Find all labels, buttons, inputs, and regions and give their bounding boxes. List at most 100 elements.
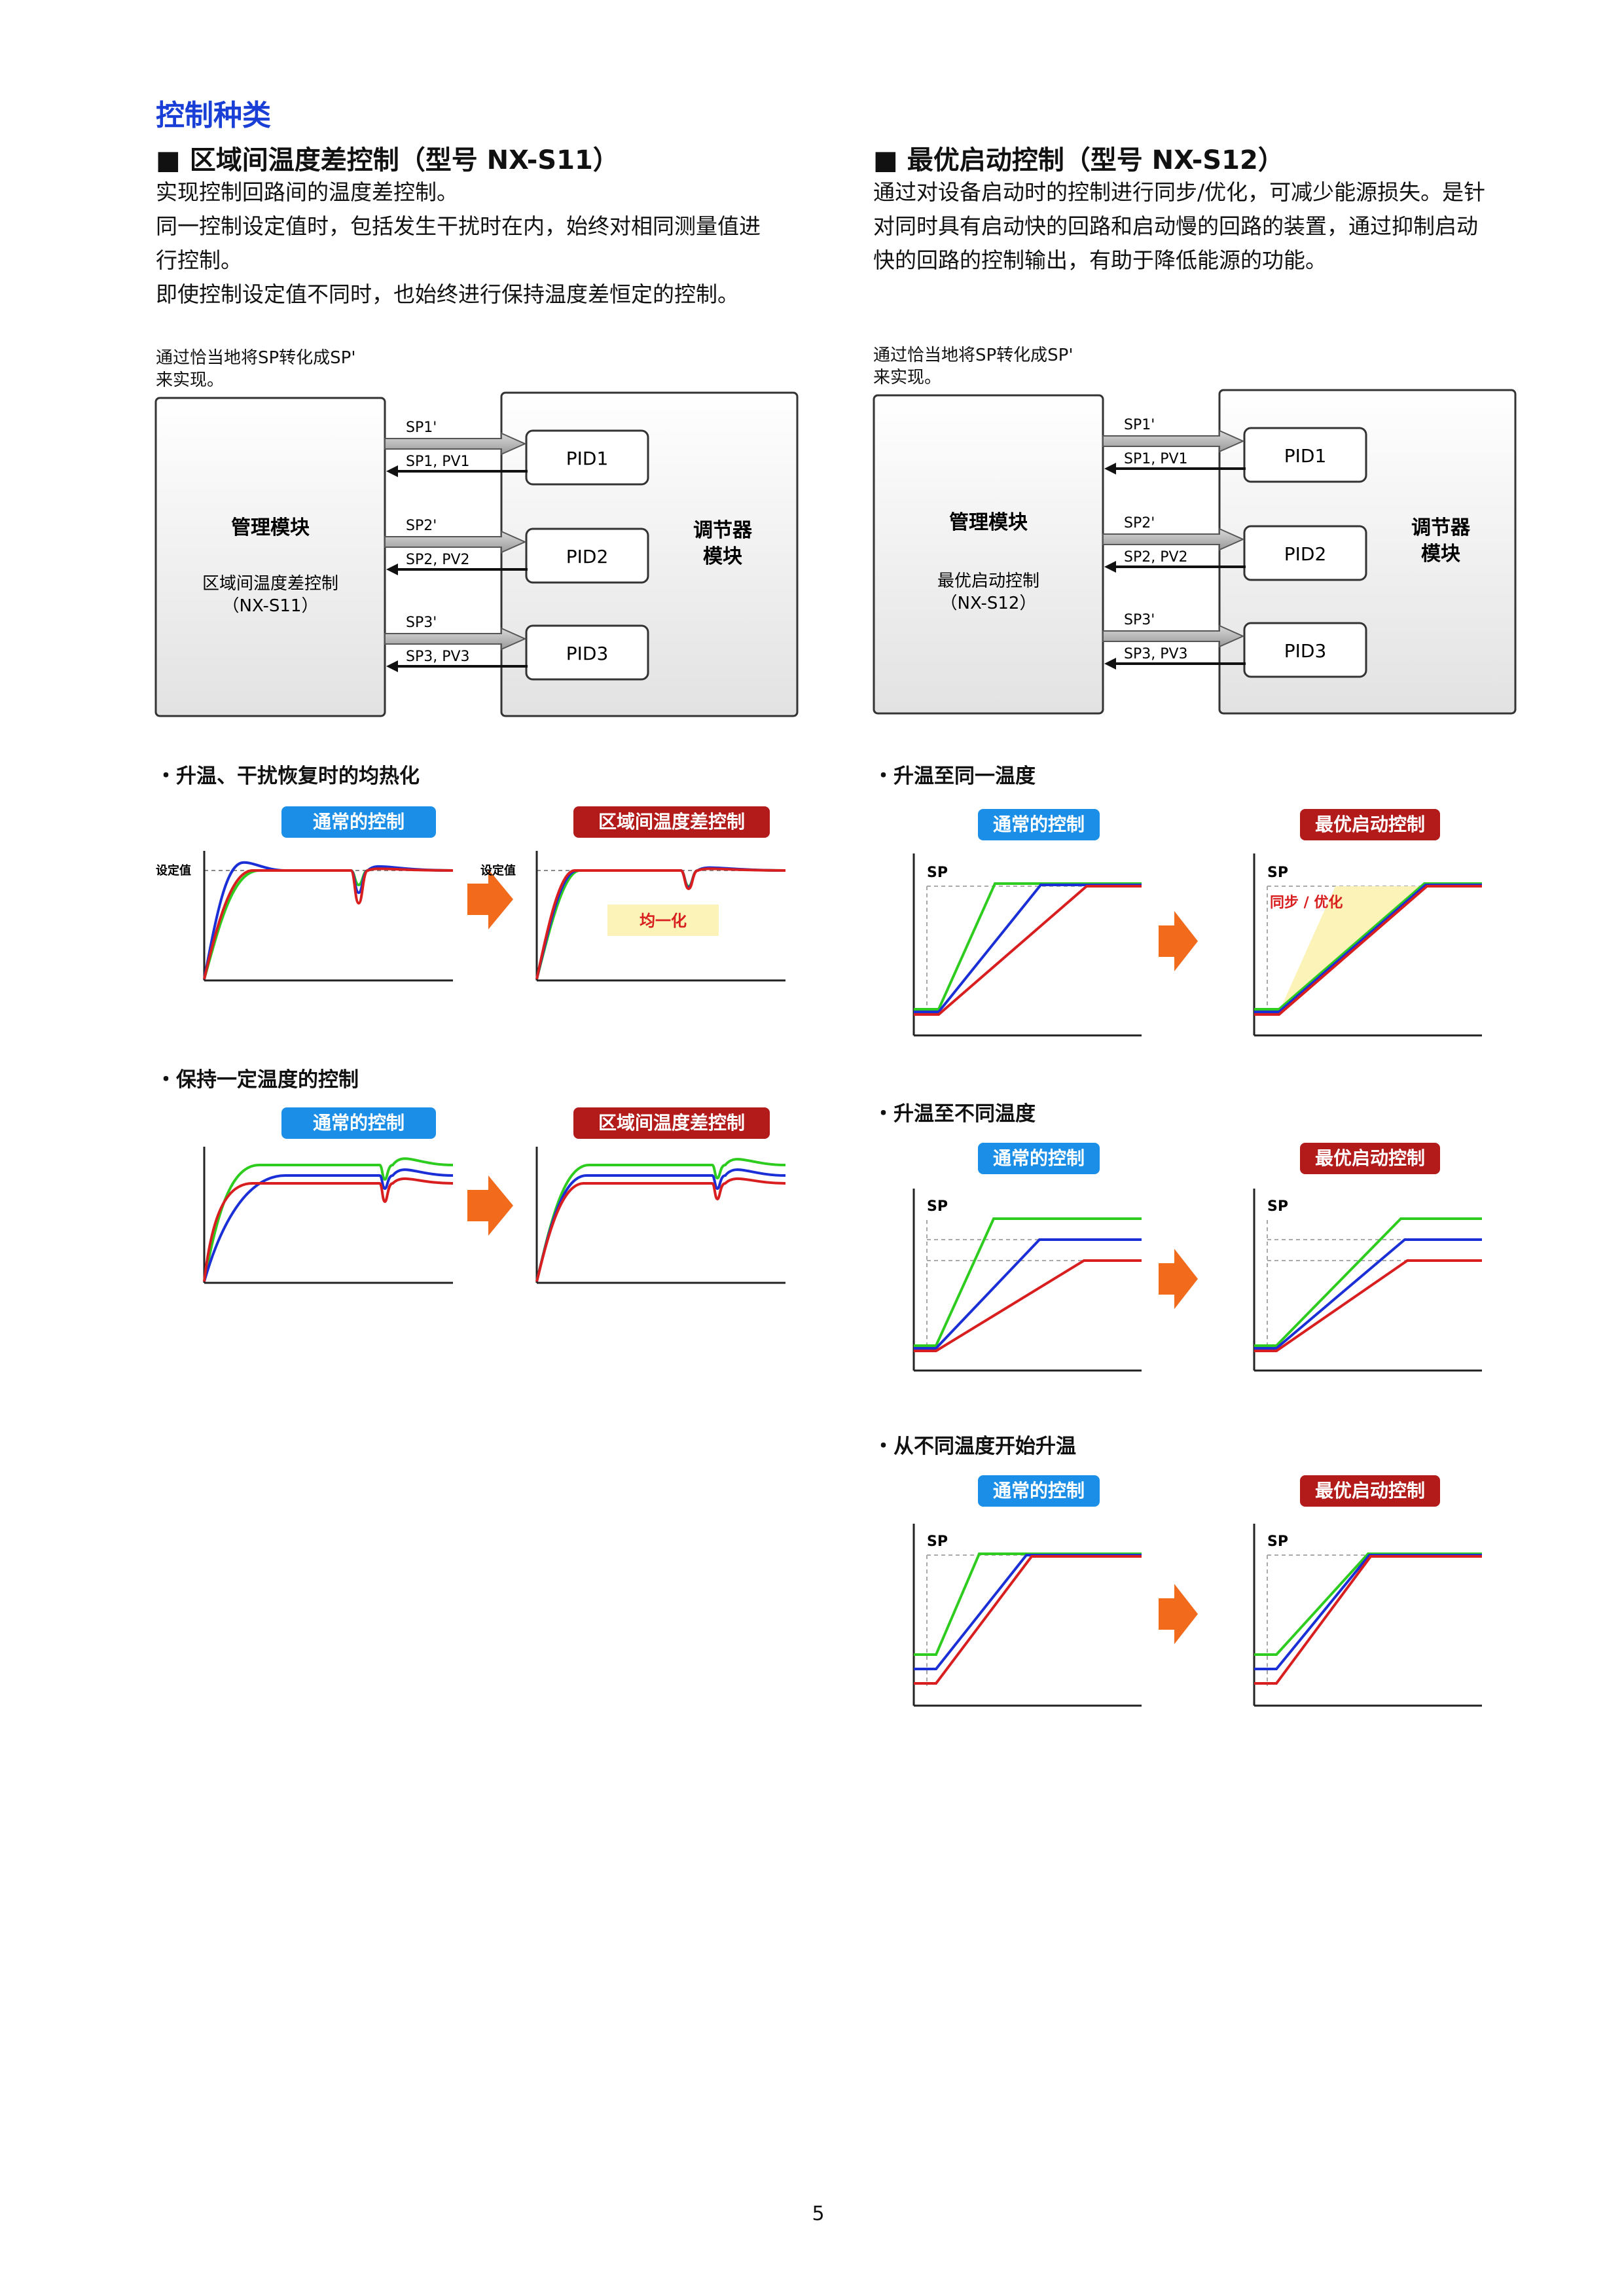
pid3-label: PID3 (1284, 640, 1327, 662)
transition-arrow (467, 869, 513, 929)
series-red (203, 867, 454, 980)
arrowhead (1104, 463, 1116, 475)
series-red (1254, 1259, 1482, 1352)
series-green (1254, 1217, 1482, 1347)
sp-label: SP (927, 1534, 948, 1550)
pid1-box (1243, 427, 1367, 483)
sp-prime-arrow (384, 627, 527, 651)
transition-arrow (467, 1175, 513, 1236)
sp-pv-label: SP1, PV1 (406, 454, 470, 470)
sp-label: SP (1267, 865, 1288, 881)
note-line: 来实现。 (156, 370, 225, 390)
sp-pv-label: SP3, PV3 (406, 649, 470, 665)
setpoint-label: 设定值 (480, 863, 516, 878)
left-para-line: 行控制。 (156, 247, 242, 273)
badge-normal-control: 通常的控制 (978, 809, 1100, 840)
series-blue (203, 1168, 454, 1282)
sp-prime-label: SP1' (1124, 417, 1155, 433)
badge-zone-diff-control: 区域间温度差控制 (573, 806, 770, 838)
regulator-title: 调节器 (693, 519, 753, 542)
regulator-title: 模块 (1421, 543, 1460, 565)
series-red (535, 867, 786, 980)
series-blue (1254, 1554, 1482, 1670)
sp-label: SP (1267, 1534, 1288, 1550)
arrowhead (1104, 561, 1116, 573)
left-para-line: 即使控制设定值不同时，也始终进行保持温度差恒定的控制。 (156, 281, 739, 307)
series-green (1254, 1552, 1482, 1656)
sp-pv-label: SP2, PV2 (1124, 549, 1188, 565)
left-graph-row-1: 设定值 设定值 均一化 (156, 851, 786, 982)
right-para-line: 对同时具有启动快的回路和启动慢的回路的装置，通过抑制启动 (873, 213, 1478, 239)
transition-arrow (1159, 911, 1198, 971)
arrowhead (386, 564, 398, 575)
series-red (535, 1177, 786, 1282)
pid2-label: PID2 (566, 546, 609, 567)
sp-prime-arrow (384, 530, 527, 554)
sp-prime-label: SP3' (1124, 612, 1155, 628)
right-subheading-3: ・从不同温度开始升温 (873, 1435, 1076, 1458)
right-graph-row-2: SP SP (912, 1189, 1482, 1372)
sync-label: 同步 / 优化 (1270, 894, 1343, 911)
pid1-box (525, 429, 649, 486)
pid3-box (525, 624, 649, 681)
right-description: 通过对设备启动时的控制进行同步/优化，可减少能源损失。是针 对同时具有启动快的回… (873, 175, 1554, 278)
series-red (1254, 1555, 1482, 1685)
badge-normal-control: 通常的控制 (978, 1143, 1100, 1174)
badge-zone-diff-control: 区域间温度差控制 (573, 1107, 770, 1139)
sp-prime-arrow (1102, 429, 1245, 453)
series-green (203, 866, 454, 980)
arrowhead (1104, 658, 1116, 670)
left-block-diagram: 管理模块 区域间温度差控制 （NX-S11） 调节器 模块 PID1 PID2 … (154, 391, 799, 717)
uniform-highlight (607, 905, 719, 936)
series-green (914, 1552, 1142, 1656)
badge-optimal-start: 最优启动控制 (1300, 1143, 1440, 1174)
manager-title: 管理模块 (949, 511, 1028, 534)
transition-arrow (1159, 1584, 1198, 1644)
pid3-label: PID3 (566, 643, 609, 664)
badge-normal-control: 通常的控制 (281, 806, 436, 838)
pid2-box (1243, 525, 1367, 581)
pid2-box (525, 528, 649, 584)
note-line: 通过恰当地将SP转化成SP' (873, 346, 1074, 365)
series-red (914, 1259, 1142, 1352)
manager-module-box (154, 397, 386, 717)
left-para-line: 同一控制设定值时，包括发生干扰时在内，始终对相同测量值进 (156, 213, 761, 239)
note-line: 通过恰当地将SP转化成SP' (156, 348, 356, 368)
setpoint-label: 设定值 (156, 863, 191, 878)
sp-prime-arrow (1102, 624, 1245, 648)
arrowhead (386, 465, 398, 477)
sp-prime-label: SP1' (406, 420, 437, 436)
manager-sub: 区域间温度差控制 (202, 574, 338, 594)
sp-pv-label: SP2, PV2 (406, 552, 470, 568)
manager-sub: （NX-S12） (941, 594, 1037, 613)
left-subheading-1: ・升温、干扰恢复时的均热化 (156, 764, 420, 788)
regulator-title: 调节器 (1411, 516, 1471, 539)
left-subheading-2: ・保持一定温度的控制 (156, 1068, 359, 1092)
sp-prime-label: SP2' (406, 518, 437, 534)
note-line: 来实现。 (873, 368, 942, 387)
series-green (203, 1157, 454, 1282)
right-subheading-1: ・升温至同一温度 (873, 764, 1036, 788)
badge-normal-control: 通常的控制 (978, 1475, 1100, 1507)
right-subheading-2: ・升温至不同温度 (873, 1102, 1036, 1126)
left-diagram-note: 通过恰当地将SP转化成SP' 来实现。 (156, 347, 356, 391)
series-blue (1254, 1238, 1482, 1350)
manager-title: 管理模块 (231, 516, 310, 539)
right-para-line: 通过对设备启动时的控制进行同步/优化，可减少能源损失。是针 (873, 179, 1486, 205)
sp-label: SP (927, 1198, 948, 1215)
transition-arrow (1159, 1249, 1198, 1309)
manager-module-box (873, 394, 1104, 715)
arrowhead (386, 660, 398, 672)
manager-sub: （NX-S11） (223, 596, 319, 616)
left-graph-row-2 (203, 1147, 786, 1284)
page-title: 控制种类 (156, 99, 271, 132)
pid1-label: PID1 (566, 448, 609, 469)
pid3-box (1243, 622, 1367, 678)
right-para-line: 快的回路的控制输出，有助于降低能源的功能。 (873, 247, 1327, 273)
badge-normal-control: 通常的控制 (281, 1107, 436, 1139)
manager-sub: 最优启动控制 (937, 571, 1039, 591)
right-section-heading: ■ 最优启动控制（型号 NX-S12） (873, 145, 1284, 175)
series-red (203, 1177, 454, 1282)
badge-optimal-start: 最优启动控制 (1300, 1475, 1440, 1507)
left-section-heading: ■ 区域间温度差控制（型号 NX-S11） (156, 145, 619, 175)
